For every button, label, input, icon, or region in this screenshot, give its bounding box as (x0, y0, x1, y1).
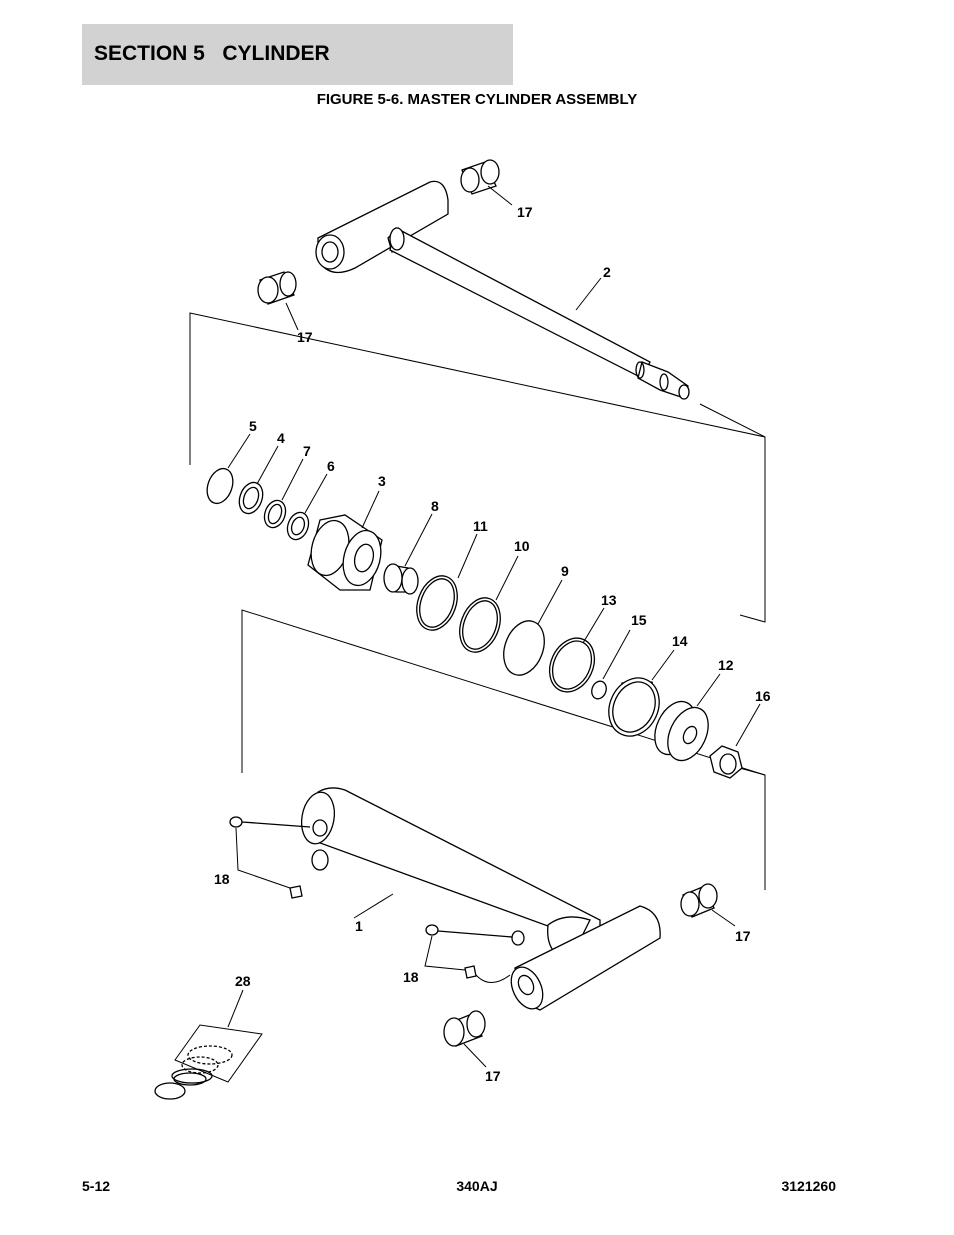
callout-7: 7 (303, 443, 311, 459)
callout-9: 9 (561, 563, 569, 579)
ring-11 (416, 575, 458, 631)
leader-lines (227, 185, 761, 1068)
bushing-lower-left (443, 1010, 486, 1047)
callout-4: 4 (277, 430, 285, 446)
bushing-upper-right (460, 159, 500, 195)
ring-15 (591, 680, 607, 700)
ring-10 (459, 597, 501, 653)
callout-17d: 17 (485, 1068, 501, 1084)
ring-7 (263, 499, 287, 529)
callout-16: 16 (755, 688, 771, 704)
callout-18a: 18 (214, 871, 230, 887)
fittings-18 (229, 816, 513, 983)
callout-3: 3 (378, 473, 386, 489)
bearing-8 (383, 563, 419, 595)
footer-page-number: 5-12 (82, 1178, 111, 1194)
callout-17b: 17 (297, 329, 313, 345)
piston-12 (654, 700, 709, 762)
callout-14: 14 (672, 633, 688, 649)
callout-13: 13 (601, 592, 617, 608)
bushing-upper-left (257, 271, 297, 305)
wiper-4 (238, 481, 264, 515)
nut-16 (709, 745, 743, 779)
bushing-lower-right (680, 883, 718, 918)
callout-8: 8 (431, 498, 439, 514)
callout-17c: 17 (735, 928, 751, 944)
rod-assembly (315, 180, 690, 400)
head-3 (307, 514, 383, 591)
seal-kit-28 (154, 1024, 263, 1100)
callout-17a: 17 (517, 204, 533, 220)
footer-model: 340AJ (456, 1178, 498, 1194)
barrel-1 (300, 787, 661, 1011)
callout-15: 15 (631, 612, 647, 628)
seal-13 (548, 637, 596, 693)
seal-6 (286, 511, 310, 541)
callout-28: 28 (235, 973, 251, 989)
callout-2: 2 (603, 264, 611, 280)
callout-18b: 18 (403, 969, 419, 985)
figure-title: FIGURE 5-6. MASTER CYLINDER ASSEMBLY (316, 91, 638, 108)
explode-frame (189, 312, 766, 890)
section-title: SECTION 5 CYLINDER (94, 42, 330, 65)
callout-12: 12 (718, 657, 734, 673)
footer-doc-number: 3121260 (781, 1178, 836, 1194)
callout-6: 6 (327, 458, 335, 474)
spacer-14 (608, 677, 660, 737)
ring-9 (503, 620, 545, 676)
callout-5: 5 (249, 418, 257, 434)
section-header: SECTION 5 CYLINDER (82, 24, 513, 85)
ring-5 (206, 467, 234, 505)
callout-1: 1 (355, 918, 363, 934)
callout-11: 11 (473, 518, 488, 534)
callout-10: 10 (514, 538, 530, 554)
